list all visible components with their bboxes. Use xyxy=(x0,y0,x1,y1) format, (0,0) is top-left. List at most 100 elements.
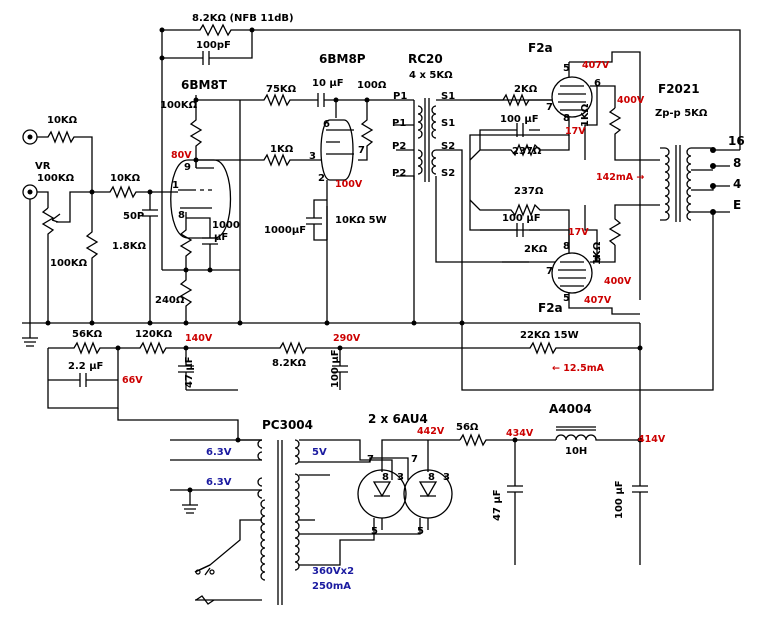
v-5-label: 5V xyxy=(312,447,327,458)
output-transformer xyxy=(461,145,740,391)
ground-and-b-plus-rails xyxy=(22,320,643,440)
r-8-2k-label: 8.2KΩ xyxy=(272,358,306,369)
cap-10uf-label: 10 μF xyxy=(312,78,344,89)
f2a-bottom-pin8: 8 xyxy=(563,241,570,252)
input-resistor-label: 10KΩ xyxy=(47,115,78,126)
pt-title: PC3004 xyxy=(262,418,313,432)
v-442-label: 442V xyxy=(417,426,445,437)
v-140-label: 140V xyxy=(185,333,213,344)
v-80-label: 80V xyxy=(171,150,192,161)
f2a-bottom-pin5: 5 xyxy=(563,293,570,304)
c-47uf-a-label: 47 μF xyxy=(184,356,195,388)
r-75k-label: 75KΩ xyxy=(266,84,297,95)
tube-6bm8p-label: 6BM8P xyxy=(319,52,366,66)
f2a-top-pin8: 8 xyxy=(563,113,570,124)
choke-title: A4004 xyxy=(549,402,592,416)
v-66-label: 66V xyxy=(122,375,143,386)
pin-7-label: 7 xyxy=(358,145,365,156)
grid-leak-label: 100KΩ xyxy=(50,258,88,269)
tap-8: 8 xyxy=(733,156,741,170)
power-transformer xyxy=(170,437,421,605)
rc20-sub: 4 x 5KΩ xyxy=(409,70,453,81)
v-17-bottom-label: 17V xyxy=(568,227,589,238)
r-100-label: 100Ω xyxy=(357,80,387,91)
cap-50p-label: 50P xyxy=(123,211,144,222)
c-100uf-b-label: 100 μF xyxy=(614,480,625,519)
pin-9-label: 9 xyxy=(184,162,191,173)
tube-6bm8t-label: 6BM8T xyxy=(181,78,228,92)
v-407-top-label: 407V xyxy=(582,60,610,71)
f2a-top-tube xyxy=(469,51,660,300)
rectifier-6au4 xyxy=(357,426,648,565)
grid-resistor-label: 10KΩ xyxy=(110,173,141,184)
v-414-label: 414V xyxy=(638,434,666,445)
rect-b-pin8: 8 xyxy=(428,472,435,483)
r-2k-bottom-label: 2KΩ xyxy=(524,244,548,255)
r-240-label: 240Ω xyxy=(155,295,185,306)
f2021-sub: Zp-p 5KΩ xyxy=(655,108,708,119)
rc20-p1a: P1 xyxy=(393,91,407,102)
r-2k-top-label: 2KΩ xyxy=(514,84,538,95)
cap-1000-unit-label: μF xyxy=(214,232,228,243)
f2021-title: F2021 xyxy=(658,82,700,96)
r-237-top-label: 237Ω xyxy=(512,146,542,157)
v-6-3b-label: 6.3V xyxy=(206,477,232,488)
i-12-5-label: ← 12.5mA xyxy=(552,363,605,374)
pin-1-label: 1 xyxy=(172,180,179,191)
rc20-title: RC20 xyxy=(408,52,443,66)
input-section xyxy=(22,129,175,347)
r-1k-top-label: 1KΩ xyxy=(580,103,591,127)
f2a-bottom-pin6: 6 xyxy=(594,254,601,265)
rect-a-pin8: 8 xyxy=(382,472,389,483)
rect-a-pin5: 5 xyxy=(371,526,378,537)
nfb-network xyxy=(159,23,741,270)
rect-title: 2 x 6AU4 xyxy=(368,412,428,426)
tap-e: E xyxy=(733,198,741,212)
r-10k5w-label: 10KΩ 5W xyxy=(335,215,387,226)
triode-6bm8p xyxy=(239,93,374,323)
pin-3-label: 3 xyxy=(309,151,316,162)
c-100uf-dec-label: 100 μF xyxy=(330,349,341,388)
tap-16: 16 xyxy=(728,134,745,148)
r-22k-label: 22KΩ 15W xyxy=(520,330,579,341)
i-142-label: 142mA → xyxy=(596,172,644,183)
f2a-bottom-pin7: 7 xyxy=(546,266,553,277)
r-1k-label: 1KΩ xyxy=(270,144,294,155)
v-290-label: 290V xyxy=(333,333,361,344)
v-400-top-label: 400V xyxy=(617,95,645,106)
c-100uf-top-label: 100 μF xyxy=(500,114,539,125)
f2a-top-pin5: 5 xyxy=(563,63,570,74)
v-400-bottom-label: 400V xyxy=(604,276,632,287)
rc20-s1b: S1 xyxy=(441,118,455,129)
r-120k-label: 120KΩ xyxy=(135,329,173,340)
rc20-p2b: P2 xyxy=(392,168,406,179)
v-407-bottom-label: 407V xyxy=(584,295,612,306)
rc20-p2a: P2 xyxy=(392,141,406,152)
sec-ma-label: 250mA xyxy=(312,581,351,592)
v-6-3a-label: 6.3V xyxy=(206,447,232,458)
f2a-bottom-label: F2a xyxy=(538,301,563,315)
rc20-s2b: S2 xyxy=(441,168,455,179)
pentode-6bm8t xyxy=(162,95,240,323)
rect-b-pin5: 5 xyxy=(417,526,424,537)
choke-value: 10H xyxy=(565,446,587,457)
rc20-s2a: S2 xyxy=(441,141,455,152)
rect-a-pin3: 3 xyxy=(397,472,404,483)
tap-4: 4 xyxy=(733,177,741,191)
c-47uf-b-label: 47 μF xyxy=(492,489,503,521)
sec-hv-label: 360Vx2 xyxy=(312,566,354,577)
r-1-8k-label: 1.8KΩ xyxy=(112,241,146,252)
r-100k-plate-label: 100KΩ xyxy=(160,100,198,111)
v-17-top-label: 17V xyxy=(565,126,586,137)
pin-8-label: 8 xyxy=(178,210,185,221)
rect-a-pin7: 7 xyxy=(367,454,374,465)
f2a-top-pin6: 6 xyxy=(594,78,601,89)
v-100-label: 100V xyxy=(335,179,363,190)
f2a-top-label: F2a xyxy=(528,41,553,55)
c-100uf-bottom-label: 100 μF xyxy=(502,213,541,224)
rect-b-pin7: 7 xyxy=(411,454,418,465)
rc20-p1b: P1 xyxy=(392,118,406,129)
r-56k-label: 56KΩ xyxy=(72,329,103,340)
f2a-bottom-tube xyxy=(469,170,660,315)
